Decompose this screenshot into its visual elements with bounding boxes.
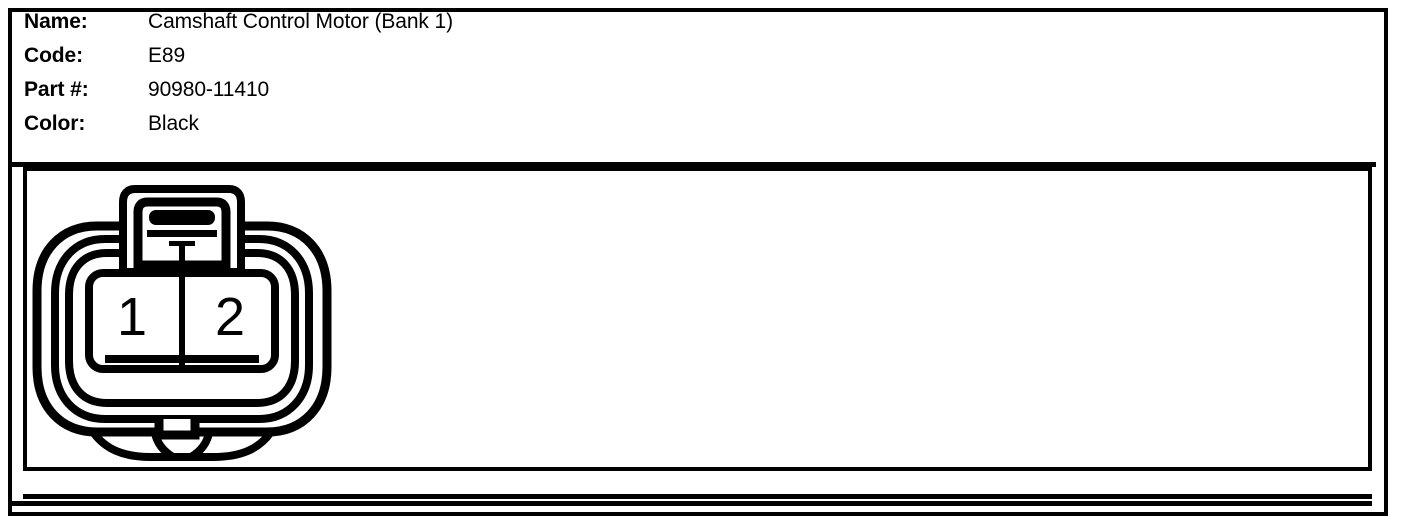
bottom-divider-rule [8,501,1372,506]
connector-latch-slot [149,210,215,225]
connector-latch-window-right [195,241,217,258]
connector-illustration: 1 2 [27,171,347,467]
pin-number-2: 2 [215,287,245,347]
connector-diagram-box: 1 2 [23,167,1372,471]
code-label: Code: [24,44,83,67]
part-number-value: 90980-11410 [148,78,270,101]
info-block: Name: Camshaft Control Motor (Bank 1) Co… [24,10,1224,146]
info-row-part-number: Part #: 90980-11410 [24,78,1224,112]
part-number-label: Part #: [24,78,89,101]
connector-latch-bar [147,230,217,237]
info-row-color: Color: Black [24,112,1224,146]
color-label: Color: [24,112,86,135]
info-row-name: Name: Camshaft Control Motor (Bank 1) [24,10,1224,44]
connector-cavity-lip [105,355,259,363]
connector-bottom-tab [154,419,200,440]
color-value: Black [148,112,199,135]
connector-latch-window-left [147,241,169,258]
connector-body-outline [65,249,299,407]
connector-bottom-floor [151,453,213,461]
connector-cavity-divider [179,273,185,369]
pin-number-1: 1 [117,287,147,347]
name-label: Name: [24,10,88,33]
connector-latch-center-tee [169,241,195,265]
name-value: Camshaft Control Motor (Bank 1) [148,10,454,33]
info-divider-rule [8,162,1376,167]
bottom-strip [23,494,1372,508]
code-value: E89 [148,44,186,67]
connector-face-svg: 1 2 [32,185,332,461]
info-row-code: Code: E89 [24,44,1224,78]
